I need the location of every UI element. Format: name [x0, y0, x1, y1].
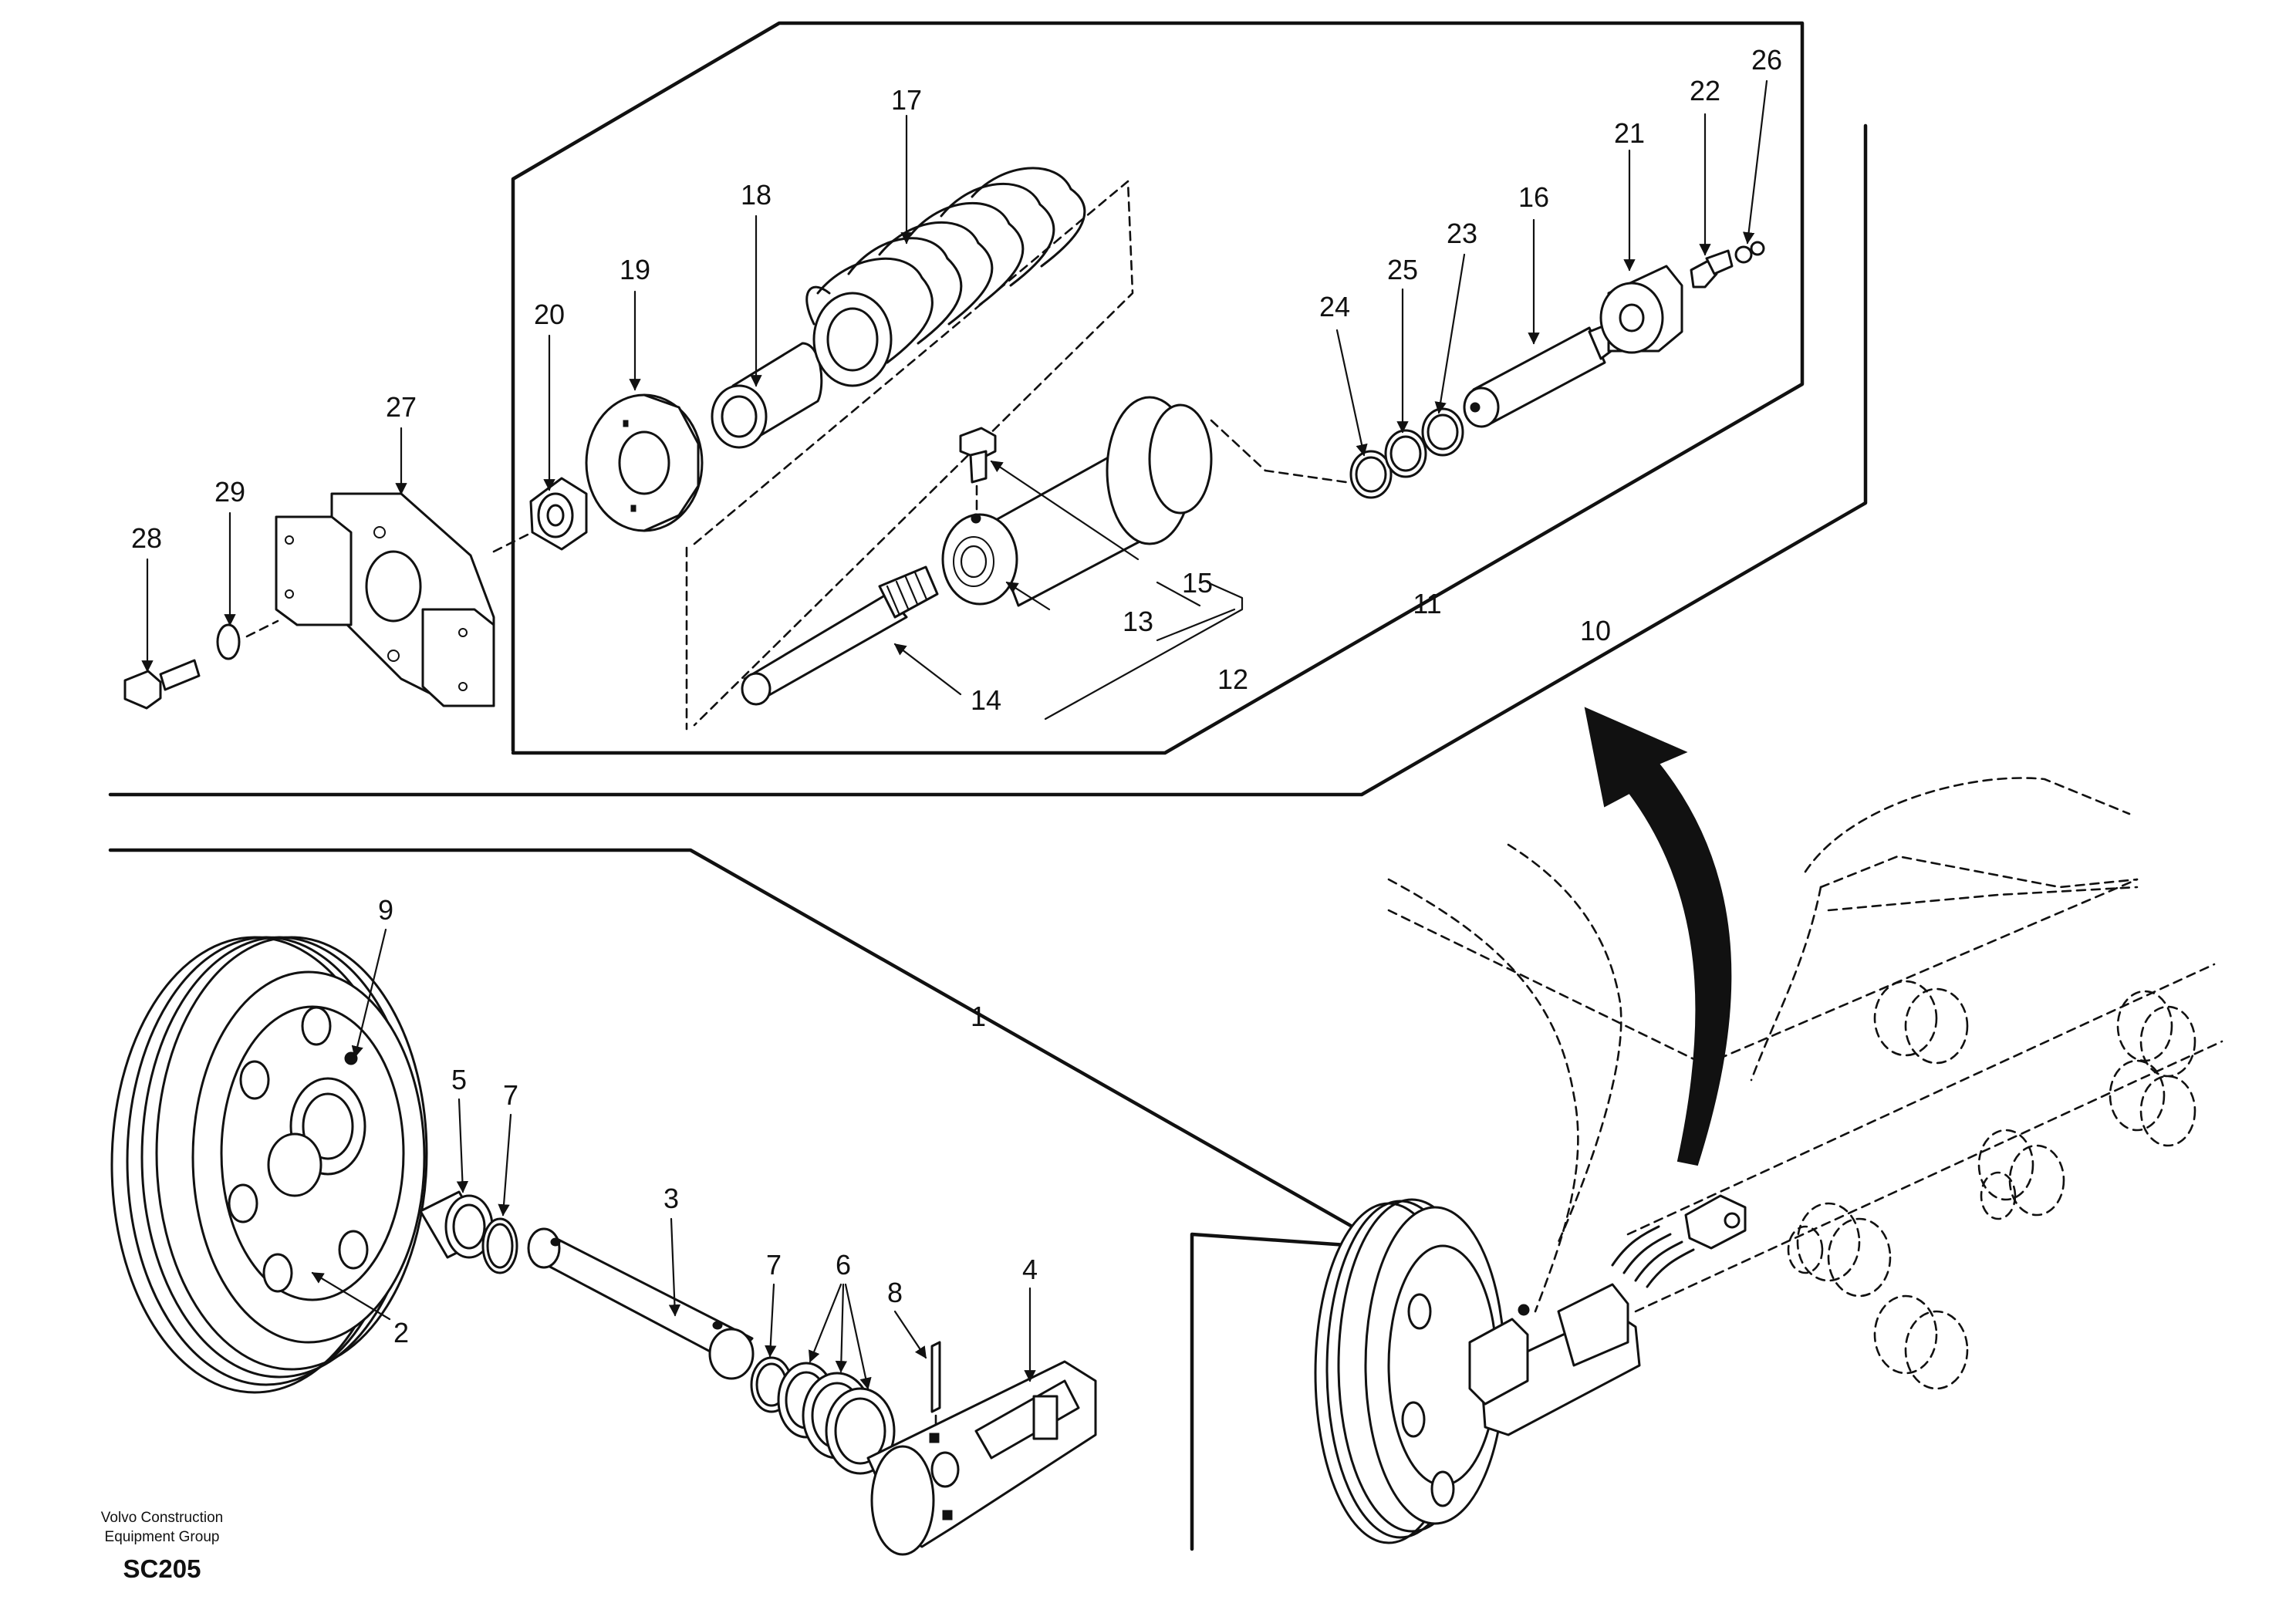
callout-16: 16	[1518, 181, 1549, 213]
idler-wheel-assembly	[110, 936, 1097, 1556]
callout-6: 6	[836, 1249, 851, 1281]
part-12-cylinder	[941, 396, 1213, 607]
part-4-bracket	[866, 1360, 1097, 1556]
callout-27: 27	[386, 391, 417, 423]
callout-18: 18	[741, 179, 772, 211]
part-15-bolt	[959, 427, 997, 515]
callout-29: 29	[214, 476, 245, 508]
assembled-recoil-unit	[1468, 1194, 1747, 1436]
callout-28: 28	[131, 522, 162, 554]
callout-21: 21	[1614, 117, 1645, 149]
axis-dash-2	[492, 531, 534, 553]
callout-7a: 7	[503, 1079, 518, 1111]
part-19-flange	[585, 393, 704, 532]
part-3-shaft	[527, 1227, 755, 1380]
part-16-piston	[1463, 321, 1618, 428]
callout-22: 22	[1690, 75, 1720, 106]
callout-10: 10	[1580, 615, 1611, 646]
callout-labels: 28 29 27 20 19 18 17 24 25 23 16 21 22 2…	[131, 44, 1782, 1348]
recoil-spring-assembly	[123, 167, 1765, 731]
callout-26: 26	[1751, 44, 1782, 76]
callout-15: 15	[1182, 567, 1213, 599]
leader-lines	[141, 79, 1768, 1390]
part-14-rod	[741, 565, 939, 706]
part-28-bolt	[123, 659, 201, 710]
callout-13: 13	[1123, 606, 1153, 637]
company-name-line2: Equipment Group	[105, 1529, 220, 1545]
callout-5: 5	[451, 1064, 467, 1095]
callout-9: 9	[378, 894, 393, 926]
detail-arrow	[1584, 707, 1732, 1166]
company-name-line1: Volvo Construction	[101, 1510, 223, 1526]
part-2-idler-wheel	[110, 936, 428, 1394]
callout-2: 2	[393, 1317, 409, 1348]
callout-4: 4	[1022, 1254, 1038, 1285]
part-20-nut	[529, 477, 588, 551]
undercarriage-context	[1314, 707, 2223, 1544]
axis-dash	[245, 619, 279, 638]
part-18-sleeve	[711, 342, 823, 449]
callout-12: 12	[1217, 663, 1248, 695]
part-26-cap	[1734, 241, 1765, 264]
callout-11: 11	[1413, 588, 1441, 619]
callout-20: 20	[534, 299, 565, 330]
callout-8: 8	[887, 1277, 903, 1308]
assembled-idler-wheel	[1314, 1198, 1506, 1544]
callout-25: 25	[1387, 254, 1418, 285]
part-29-washer	[216, 623, 241, 660]
part-21-disc	[1599, 265, 1683, 354]
callout-24: 24	[1319, 291, 1350, 322]
part-27-bracket	[275, 492, 495, 707]
callout-7b: 7	[766, 1249, 782, 1281]
callout-14: 14	[971, 684, 1001, 716]
callout-19: 19	[620, 254, 650, 285]
part-22-fitting	[1690, 249, 1734, 289]
part-5-bushing	[419, 1190, 494, 1259]
track-rollers	[1787, 980, 2196, 1390]
diagram-code: SC205	[123, 1554, 201, 1583]
part-6-seals	[777, 1362, 896, 1475]
part-17-spring	[805, 167, 1086, 387]
footer: Volvo Construction Equipment Group SC205	[101, 1510, 223, 1583]
callout-17: 17	[891, 84, 922, 116]
callout-1: 1	[971, 1001, 986, 1032]
callout-3: 3	[663, 1183, 679, 1214]
callout-23: 23	[1447, 218, 1477, 249]
